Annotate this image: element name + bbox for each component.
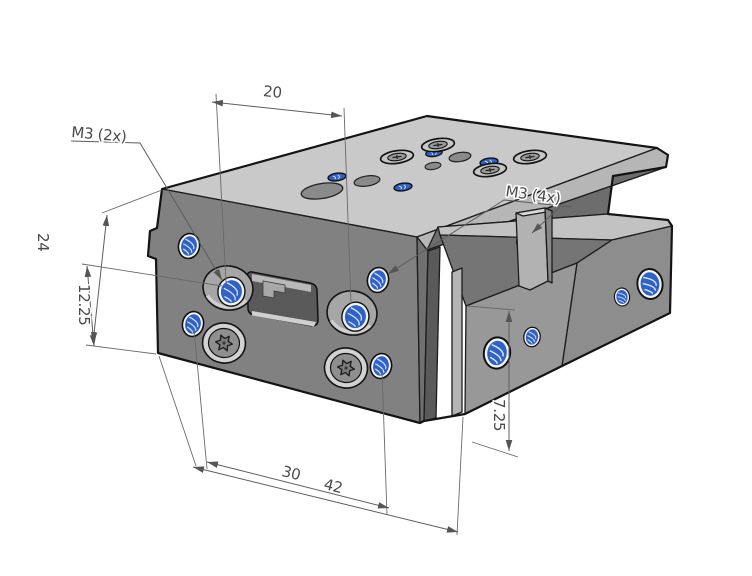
extension-line <box>466 305 516 311</box>
extension-line <box>81 263 223 287</box>
dimension-line <box>84 265 97 347</box>
dim-7-25-text: 7.25 <box>490 399 508 431</box>
part-silhouette <box>146 114 674 425</box>
top-face-holes <box>300 135 549 200</box>
dim-42-text: 42 <box>322 475 344 497</box>
stop-tab <box>514 207 553 291</box>
dim-24-text: 24 <box>34 233 52 252</box>
m3-2x-text: M3 (2x) <box>71 123 128 146</box>
extension-line <box>158 355 197 467</box>
leader-line <box>387 199 573 275</box>
leader-line <box>70 140 223 281</box>
slot-key-notch <box>262 280 286 299</box>
dimension-line <box>90 214 110 344</box>
port-hole <box>353 175 381 187</box>
front-face-features <box>175 230 395 392</box>
port-hole <box>300 182 344 200</box>
rail-end-face <box>451 267 463 417</box>
extension-line <box>471 441 519 458</box>
stop-tab-front <box>515 207 549 291</box>
port-hole <box>448 151 472 163</box>
extension-line <box>85 344 157 355</box>
dim-20: 20 <box>211 81 352 305</box>
dimension-line <box>192 466 459 533</box>
extension-line <box>215 93 227 283</box>
extension-line <box>193 328 208 470</box>
leader-line <box>531 206 561 234</box>
extension-line <box>456 416 464 536</box>
dim-24: 24 <box>33 189 163 355</box>
stop-tab-side <box>544 207 553 284</box>
port-hole <box>424 161 442 171</box>
extension-line <box>101 189 163 214</box>
slot-opening <box>246 271 319 327</box>
dim-12-25-text: 12.25 <box>75 284 93 325</box>
dim-12-25: 12.25 <box>74 263 223 347</box>
dim-7-25: 7.25 <box>466 305 519 458</box>
extension-line <box>343 107 352 305</box>
dim-20-text: 20 <box>262 82 282 102</box>
slot-top-inner-face <box>252 274 311 292</box>
slot-floor <box>252 311 316 327</box>
dimension-line <box>211 99 343 119</box>
